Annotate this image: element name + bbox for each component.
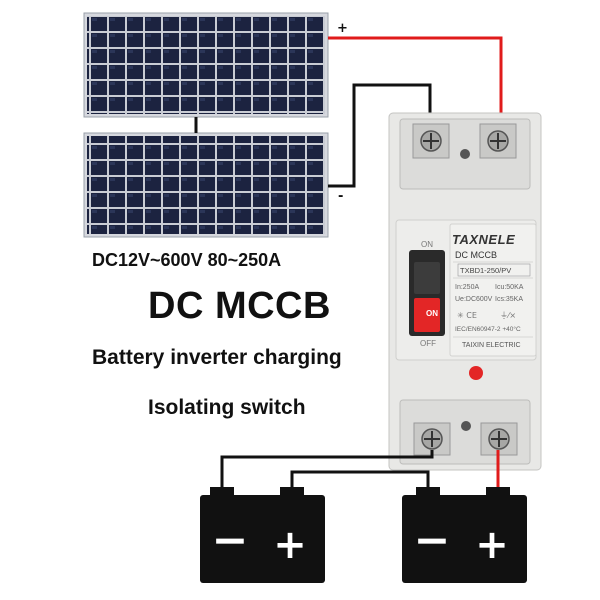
- trip-indicator: [469, 366, 483, 380]
- breaker-on-label: ON: [421, 240, 433, 249]
- svg-text:⏚⁄×: ⏚⁄×: [500, 311, 516, 320]
- svg-text:✳ CE: ✳ CE: [457, 311, 477, 320]
- battery-right-minus: −: [414, 515, 451, 566]
- breaker-off-label: OFF: [420, 339, 436, 348]
- breaker-ics: Ics:35KA: [495, 296, 524, 303]
- breaker-product-name: DC MCCB: [455, 250, 497, 260]
- solar-panel-bottom: [83, 132, 329, 238]
- feature-line-2: Isolating switch: [148, 396, 306, 419]
- spec-line: DC12V~600V 80~250A: [92, 250, 282, 270]
- breaker-icu: Icu:50KA: [495, 284, 524, 291]
- breaker-manufacturer: TAIXIN ELECTRIC: [462, 342, 521, 349]
- breaker-handle-label: ON: [426, 309, 438, 318]
- solar-panel-top: [83, 12, 329, 118]
- breaker-rated-voltage: Ue:DC600V: [455, 296, 493, 303]
- dc-mccb-breaker: ✳ CE ⏚⁄×: [388, 112, 542, 471]
- page-title: DC MCCB: [148, 285, 331, 327]
- positive-wire-top: [328, 36, 503, 120]
- battery-left-minus: −: [212, 515, 249, 566]
- negative-wire-bottom: [220, 450, 434, 489]
- feature-line-1: Battery inverter charging: [92, 346, 342, 369]
- negative-polarity-label: -: [338, 189, 344, 204]
- breaker-rated-current: In:250A: [455, 284, 480, 291]
- battery-right-plus: +: [475, 522, 509, 568]
- breaker-brand: TAXNELE: [452, 232, 516, 247]
- top-terminals: [412, 123, 517, 159]
- negative-wire-top: [328, 83, 432, 188]
- battery-link-wire-black: [290, 470, 430, 489]
- breaker-model: TXBD1-250/PV: [460, 266, 512, 275]
- breaker-standard: IEC/EN60947-2 +40°C: [455, 326, 521, 333]
- positive-polarity-label: +: [337, 21, 348, 36]
- bottom-terminals: [413, 421, 518, 456]
- battery-left: [200, 487, 325, 583]
- battery-right: [402, 487, 527, 583]
- battery-left-plus: +: [273, 522, 307, 568]
